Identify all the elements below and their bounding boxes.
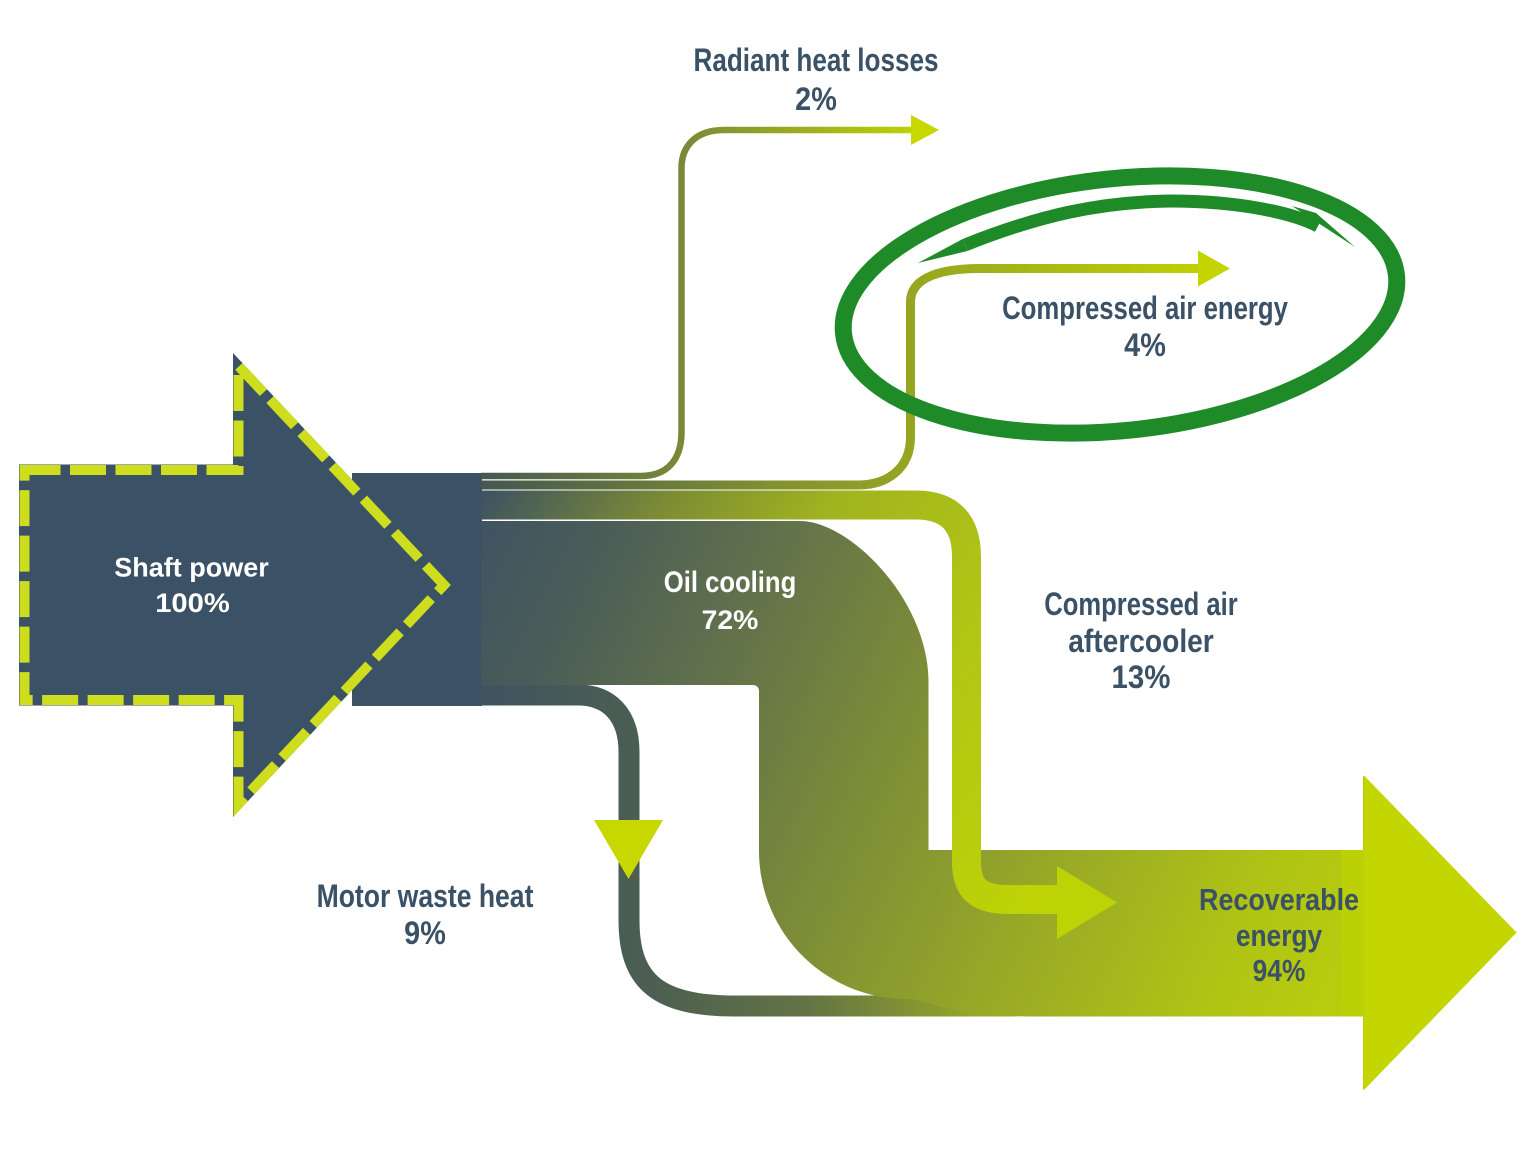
svg-text:4%: 4% (1124, 328, 1166, 364)
svg-text:energy: energy (1236, 919, 1322, 953)
svg-text:Compressed air: Compressed air (1044, 587, 1237, 622)
svg-text:72%: 72% (702, 605, 759, 635)
svg-text:2%: 2% (795, 82, 837, 118)
svg-text:13%: 13% (1112, 659, 1171, 695)
svg-text:94%: 94% (1253, 954, 1306, 988)
svg-text:Motor waste heat: Motor waste heat (317, 879, 534, 915)
svg-text:aftercooler: aftercooler (1068, 624, 1214, 659)
svg-text:Shaft power: Shaft power (114, 553, 269, 583)
svg-text:Recoverable: Recoverable (1199, 883, 1359, 917)
svg-text:Compressed air energy: Compressed air energy (1002, 291, 1288, 326)
svg-text:Radiant heat losses: Radiant heat losses (694, 44, 939, 79)
svg-text:Oil cooling: Oil cooling (664, 565, 796, 598)
svg-text:9%: 9% (404, 916, 446, 952)
svg-text:100%: 100% (155, 588, 230, 618)
